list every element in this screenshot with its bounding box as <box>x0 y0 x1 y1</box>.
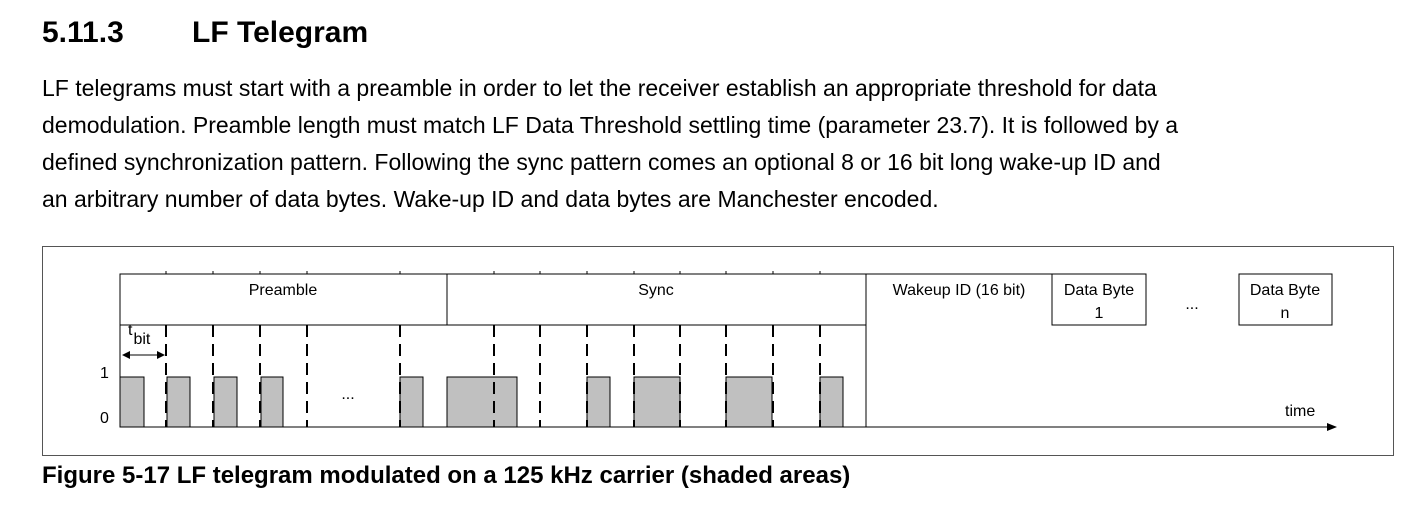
pulse <box>586 376 611 428</box>
data-byte-1-index: 1 <box>1095 305 1104 322</box>
preamble-label: Preamble <box>249 282 318 299</box>
section-number: 5.11.3 <box>42 16 124 49</box>
wakeup-label: Wakeup ID (16 bit) <box>893 282 1026 299</box>
pulse <box>633 376 681 428</box>
section-heading: 5.11.3 LF Telegram <box>42 16 368 50</box>
segment-headers <box>119 271 1333 326</box>
pulse <box>399 376 424 428</box>
pulse <box>725 376 773 428</box>
paragraph-line: an arbitrary number of data bytes. Wake-… <box>42 186 939 212</box>
telegram-diagram: Preamble Sync Wakeup ID (16 bit) Data By… <box>100 271 1337 431</box>
data-byte-n-label: Data Byte <box>1250 282 1320 299</box>
pulse <box>260 376 284 428</box>
data-byte-n-box <box>1238 273 1333 326</box>
paragraph-line: demodulation. Preamble length must match… <box>42 112 1179 138</box>
header-ellipsis: ... <box>1185 296 1198 313</box>
telegram-figure: Preamble Sync Wakeup ID (16 bit) Data By… <box>42 246 1394 456</box>
level-high-label: 1 <box>100 365 109 382</box>
sync-label: Sync <box>638 282 674 299</box>
pulse <box>119 376 145 428</box>
data-byte-1-label: Data Byte <box>1064 282 1134 299</box>
wave-ellipsis: ... <box>341 386 354 403</box>
bit-boundaries <box>165 325 821 427</box>
body-paragraph: LF telegrams must start with a preamble … <box>42 70 1412 218</box>
pulse <box>213 376 238 428</box>
sync-segment <box>446 273 867 326</box>
figure-caption: Figure 5-17 LF telegram modulated on a 1… <box>42 462 851 489</box>
pulse <box>446 376 518 428</box>
section-title: LF Telegram <box>192 16 369 49</box>
carrier-pulses <box>119 376 844 428</box>
paragraph-line: defined synchronization pattern. Followi… <box>42 149 1161 175</box>
time-axis-label: time <box>1285 403 1315 420</box>
level-low-label: 0 <box>100 410 109 427</box>
pulse <box>819 376 844 428</box>
wakeup-segment-box <box>1051 273 1147 326</box>
paragraph-line: LF telegrams must start with a preamble … <box>42 75 1157 101</box>
tbit-label: tbit <box>128 322 151 348</box>
data-byte-n-index: n <box>1281 305 1290 322</box>
pulse <box>166 376 191 428</box>
